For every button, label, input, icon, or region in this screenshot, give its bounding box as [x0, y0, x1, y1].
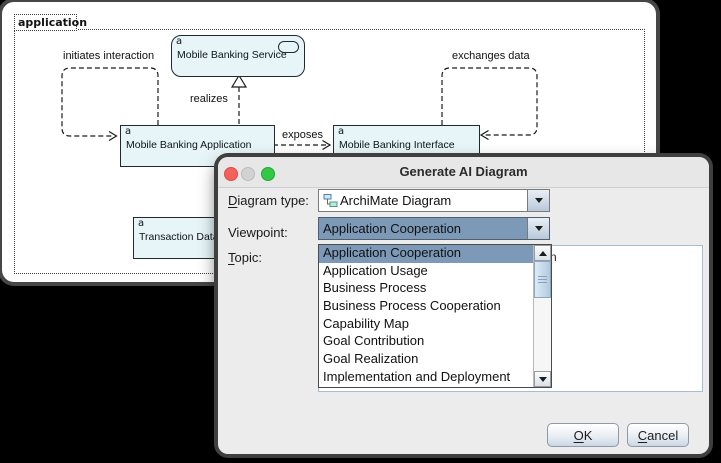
exposes-arrowhead	[322, 139, 332, 151]
option-business-process[interactable]: Business Process	[323, 280, 427, 296]
application-service-icon	[278, 41, 299, 53]
label-initiates-interaction[interactable]: initiates interaction	[63, 50, 155, 62]
generate-ai-diagram-dialog: Generate AI Diagram Diagram type: ArchiM…	[218, 157, 709, 454]
option-business-process-cooperation[interactable]: Business Process Cooperation	[323, 298, 501, 314]
viewpoint-dropdown-button[interactable]	[527, 218, 549, 239]
viewpoint-combobox[interactable]: Application Cooperation	[318, 217, 550, 240]
thumb-grip-icon	[538, 275, 547, 284]
node-badge: a	[176, 36, 183, 47]
node-name: Transaction Data	[139, 231, 219, 243]
scroll-up-button[interactable]	[534, 245, 551, 261]
node-name: Mobile Banking Service	[177, 49, 287, 61]
initiates-arrowhead	[108, 130, 118, 142]
scrollbar-thumb[interactable]	[534, 261, 551, 298]
node-badge: a	[338, 126, 345, 137]
viewpoint-label: Viewpoint:	[228, 225, 288, 240]
node-badge: a	[138, 218, 145, 229]
topic-label: Topic:	[228, 250, 262, 265]
chevron-down-icon	[534, 226, 543, 231]
node-mobile-banking-service[interactable]: a Mobile Banking Service	[171, 35, 305, 77]
label-exchanges-data[interactable]: exchanges data	[452, 50, 530, 62]
topic-text-fragment: n	[550, 250, 557, 264]
dropdown-scrollbar	[533, 245, 551, 387]
arrow-up-icon	[538, 250, 547, 256]
initiates-interaction-flow	[61, 67, 159, 137]
option-application-usage[interactable]: Application Usage	[323, 262, 428, 278]
zoom-button[interactable]	[261, 167, 275, 181]
dialog-titlebar[interactable]: Generate AI Diagram	[218, 157, 709, 188]
exchanges-arrowhead	[479, 129, 489, 141]
label-exposes[interactable]: exposes	[282, 129, 323, 141]
option-goal-realization[interactable]: Goal Realization	[323, 351, 419, 367]
viewpoint-options: Application Cooperation Application Usag…	[319, 245, 533, 387]
close-button[interactable]	[224, 167, 238, 181]
arrow-down-icon	[538, 376, 547, 382]
diagram-type-value: ArchiMate Diagram	[319, 193, 527, 208]
dialog-title: Generate AI Diagram	[399, 164, 528, 179]
realizes-triangle	[230, 74, 248, 88]
node-name: Mobile Banking Interface	[339, 139, 455, 151]
application-group-label: application	[14, 14, 87, 31]
option-capability-map[interactable]: Capability Map	[323, 315, 409, 331]
diagram-type-label: Diagram type:	[228, 193, 309, 208]
exchanges-data-flow	[441, 67, 538, 136]
viewpoint-value: Application Cooperation	[323, 221, 462, 236]
label-realizes[interactable]: realizes	[190, 93, 228, 105]
node-badge: a	[125, 126, 132, 137]
viewpoint-dropdown-list: Application Cooperation Application Usag…	[318, 244, 552, 388]
minimize-button[interactable]	[241, 167, 255, 181]
node-name: Mobile Banking Application	[126, 139, 252, 151]
scroll-down-button[interactable]	[534, 371, 551, 387]
archimate-diagram-icon	[323, 194, 338, 207]
option-goal-contribution[interactable]: Goal Contribution	[323, 333, 425, 349]
diagram-type-dropdown-button[interactable]	[527, 190, 549, 211]
option-implementation-and-deployment[interactable]: Implementation and Deployment	[323, 368, 511, 384]
diagram-type-combobox[interactable]: ArchiMate Diagram	[318, 189, 550, 212]
option-application-cooperation[interactable]: Application Cooperation	[319, 245, 533, 263]
scrollbar-track[interactable]	[534, 298, 551, 371]
cancel-button[interactable]: Cancel	[627, 423, 689, 447]
ok-button[interactable]: OK	[547, 423, 619, 447]
chevron-down-icon	[534, 198, 543, 203]
